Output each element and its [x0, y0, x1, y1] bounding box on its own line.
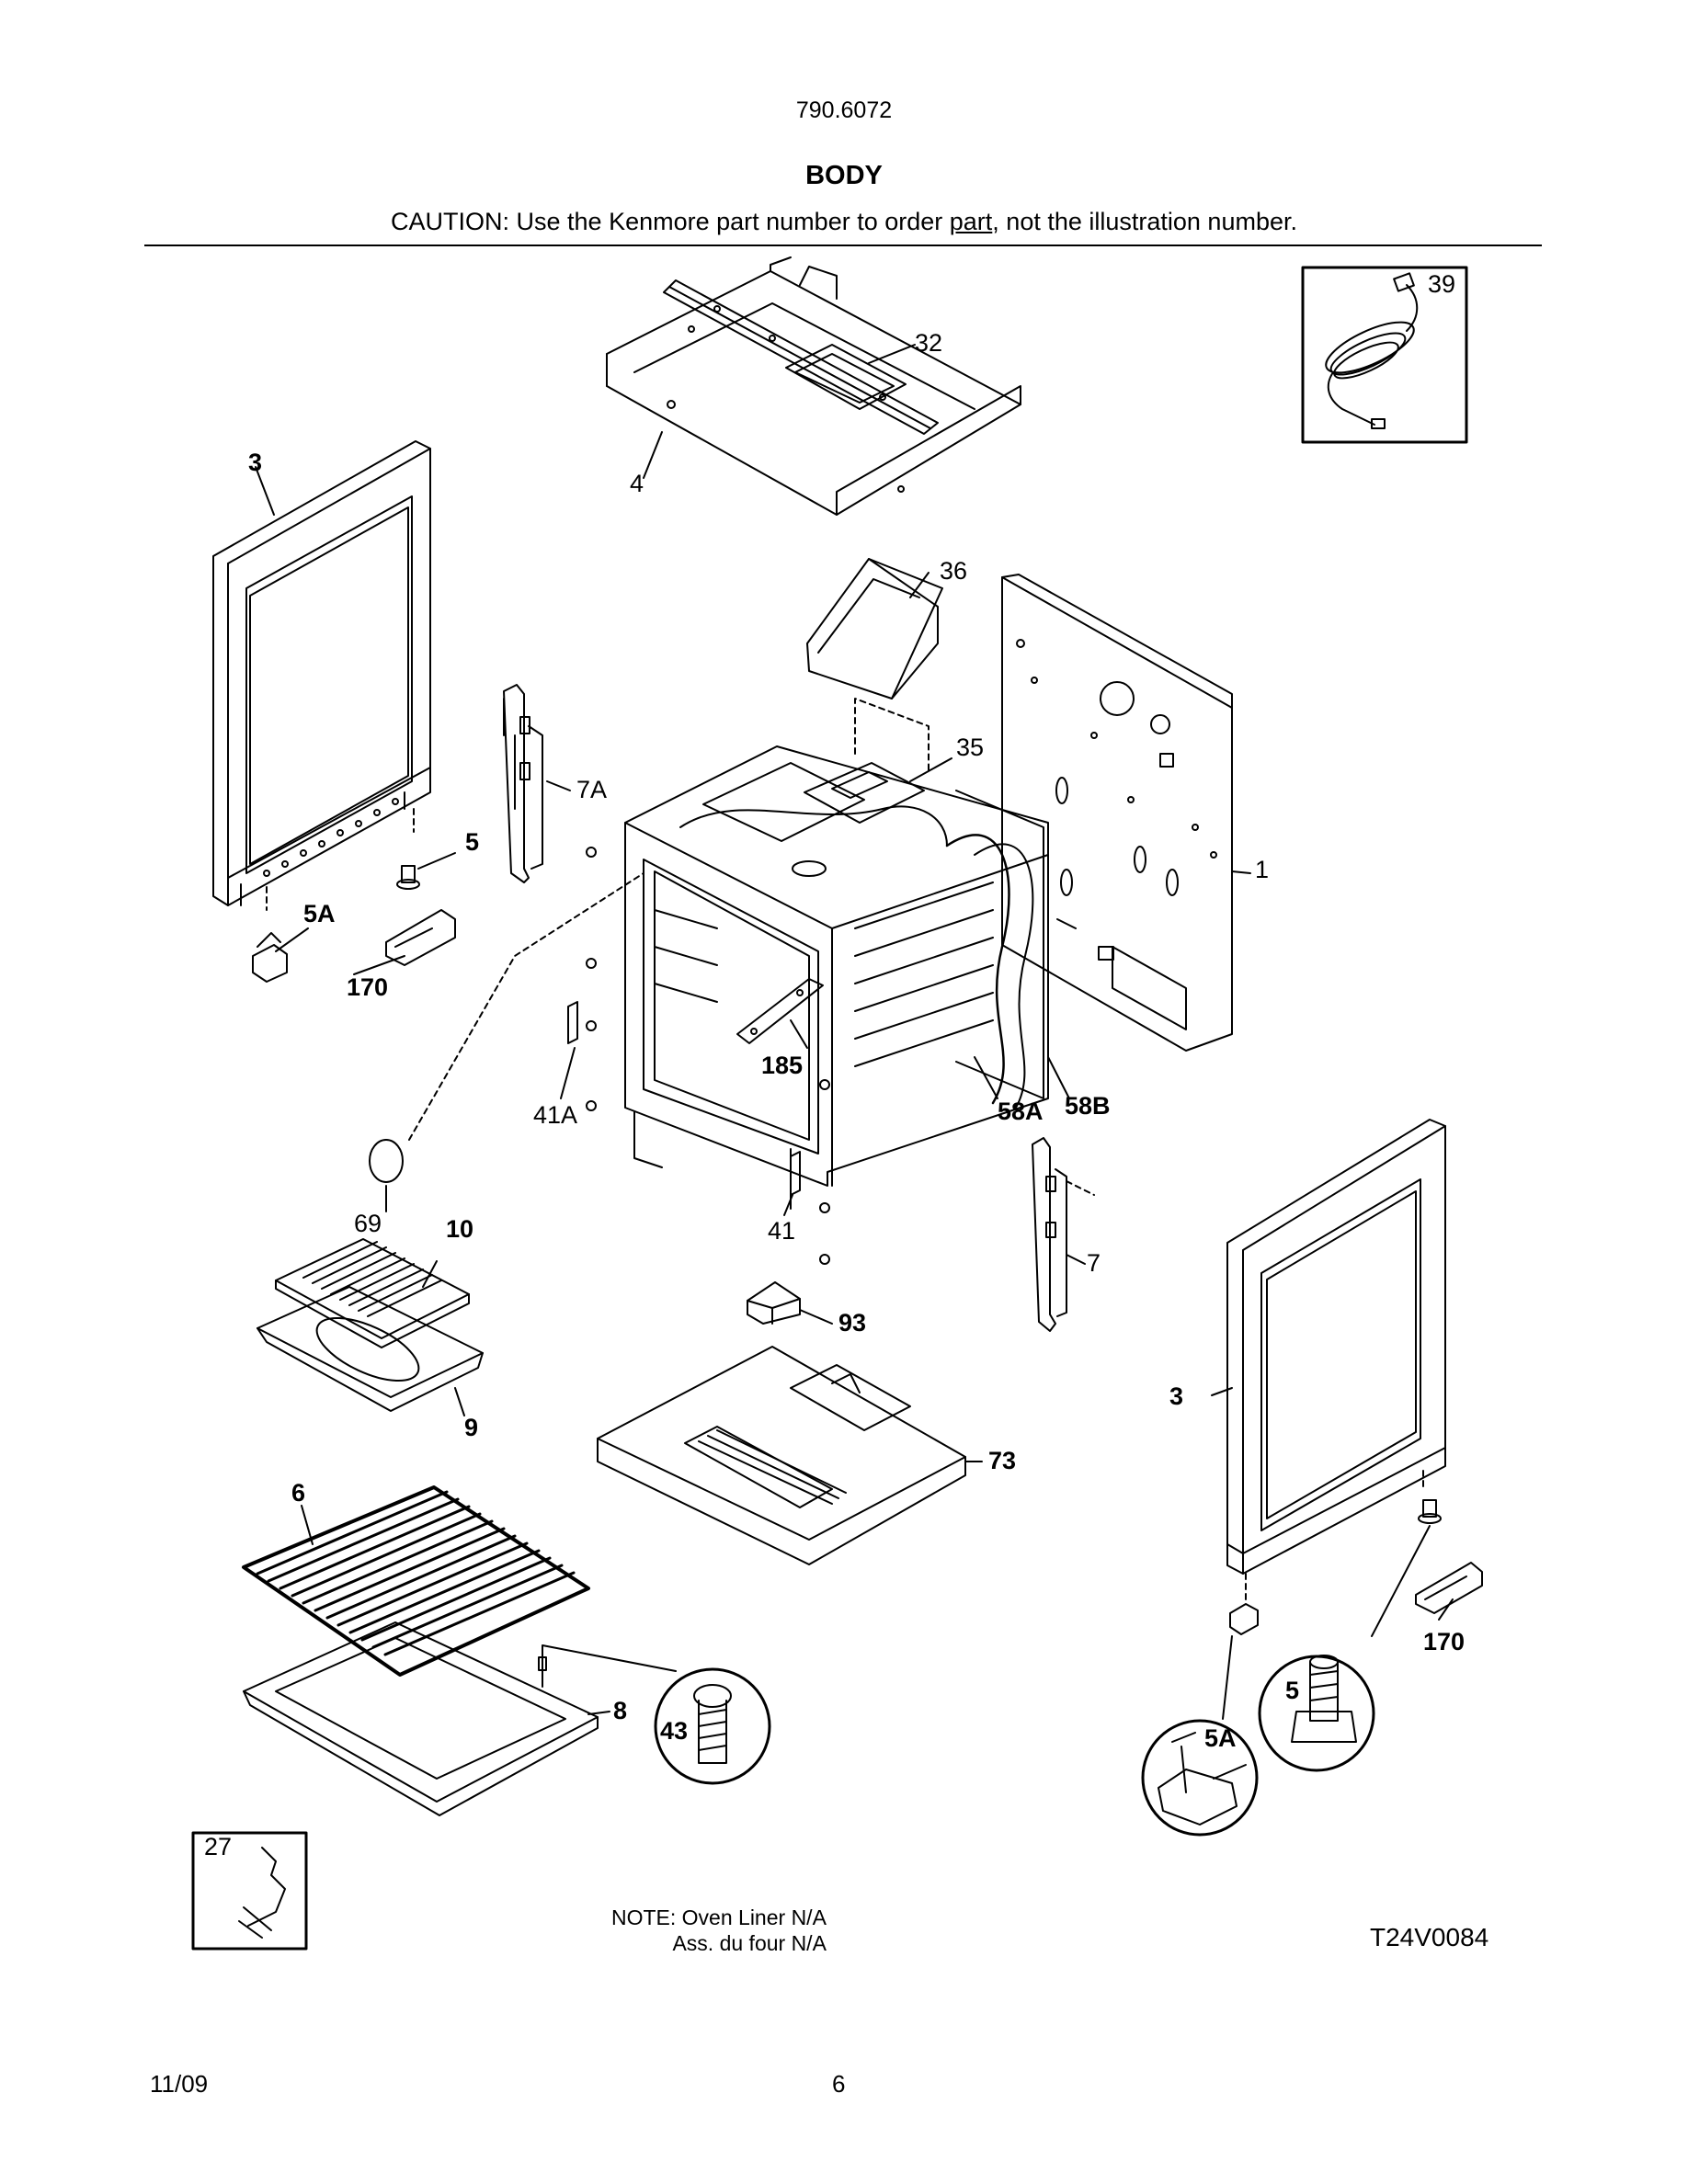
- part-7-hinge: [1032, 1137, 1095, 1332]
- callout-39: 39: [1428, 270, 1455, 298]
- revision-date: 11/09: [150, 2070, 209, 2098]
- part-185-rail: [736, 978, 824, 1044]
- callout-170-right: 170: [1423, 1628, 1465, 1655]
- callout-5A: 5A: [303, 900, 336, 927]
- callout-9: 9: [464, 1414, 478, 1441]
- part-93-block: [747, 1281, 801, 1325]
- callout-36: 36: [940, 557, 967, 585]
- callout-41: 41: [768, 1217, 795, 1245]
- caution-underlined-word: part: [949, 208, 993, 235]
- part-3-right-side-panel: [1226, 1119, 1446, 1600]
- note-line-2: Ass. du four N/A: [672, 1931, 827, 1955]
- caution-note: CAUTION: Use the Kenmore part number to …: [0, 208, 1688, 236]
- part-32-crossbar: [663, 279, 939, 435]
- leader-lines: [255, 344, 1454, 1720]
- part-5-leveler-right: [1418, 1499, 1442, 1524]
- callout-58B: 58B: [1065, 1092, 1111, 1120]
- oven-cavity-body: [624, 745, 1049, 1210]
- callout-5: 5: [465, 828, 479, 856]
- callout-7A: 7A: [576, 776, 607, 803]
- oven-liner-note: NOTE: Oven Liner N/A Ass. du four N/A: [611, 1905, 827, 1956]
- part-7A-hinge: [503, 684, 543, 883]
- callout-1: 1: [1255, 856, 1269, 883]
- page-number: 6: [832, 2070, 846, 2098]
- caution-text-start: CAUTION: Use the Kenmore part number to …: [391, 208, 950, 235]
- part-69-lamp-lens: [369, 872, 644, 1183]
- callout-labels: 1 3 3 4 5 5 5A 5A 6 7 7A 8 9 10 27 32 35…: [204, 270, 1465, 1860]
- part-8-drawer: [243, 1621, 599, 1816]
- part-9-broiler-pan: [257, 1286, 484, 1412]
- callout-3-left: 3: [248, 449, 262, 476]
- part-27-clip-inset: [191, 1831, 308, 1951]
- part-5A-leg-right: [1229, 1603, 1259, 1635]
- callout-5-detail: 5: [1285, 1677, 1299, 1704]
- part-5A-leg-detail: [1141, 1719, 1259, 1837]
- part-170-bracket-right: [1415, 1562, 1483, 1614]
- callout-4: 4: [630, 470, 644, 497]
- callout-3-right: 3: [1169, 1382, 1183, 1410]
- callout-8: 8: [613, 1697, 627, 1724]
- part-36-vent-duct: [806, 558, 943, 700]
- header-divider: [144, 245, 1542, 246]
- callout-93: 93: [838, 1309, 866, 1337]
- callout-69: 69: [354, 1210, 382, 1237]
- drawing-id: T24V0084: [1370, 1923, 1489, 1951]
- part-41A-bracket: [567, 1001, 578, 1044]
- callout-35: 35: [956, 734, 984, 761]
- part-35-plate: [804, 698, 930, 824]
- callout-27: 27: [204, 1833, 232, 1860]
- part-3-left-side-panel: [212, 440, 431, 911]
- part-5A-leg-left: [252, 932, 288, 983]
- part-41-bracket: [790, 1151, 801, 1196]
- part-170-bracket-left: [385, 909, 456, 966]
- callout-73: 73: [988, 1447, 1016, 1474]
- caution-text-end: , not the illustration number.: [992, 208, 1297, 235]
- callout-7: 7: [1087, 1249, 1101, 1277]
- cavity-screws: [586, 847, 830, 1265]
- part-5-leveler-detail: [1258, 1655, 1375, 1772]
- part-6-oven-rack: [242, 1485, 590, 1677]
- callout-41A: 41A: [533, 1101, 577, 1129]
- part-43-screw-detail: [538, 1644, 771, 1785]
- part-4-top-panel: [606, 256, 1021, 516]
- callout-6: 6: [291, 1479, 305, 1507]
- model-number: 790.6072: [795, 97, 893, 123]
- callout-32: 32: [915, 329, 942, 357]
- page-title: BODY: [805, 161, 883, 190]
- part-5-leveler-left: [396, 865, 420, 890]
- callout-5A-detail: 5A: [1204, 1724, 1237, 1752]
- part-58-front-frame: [955, 790, 1044, 1099]
- part-39-power-cord: [1301, 266, 1468, 444]
- part-1-back-panel: [1001, 574, 1233, 1052]
- callout-10: 10: [446, 1215, 473, 1243]
- callout-58A: 58A: [998, 1098, 1044, 1125]
- part-10-broiler-grid: [275, 1238, 470, 1348]
- callout-170-left: 170: [347, 973, 388, 1001]
- part-73-bottom-panel: [597, 1346, 966, 1565]
- callout-185: 185: [761, 1052, 803, 1079]
- note-line-1: NOTE: Oven Liner N/A: [611, 1905, 827, 1929]
- callout-43: 43: [660, 1717, 688, 1745]
